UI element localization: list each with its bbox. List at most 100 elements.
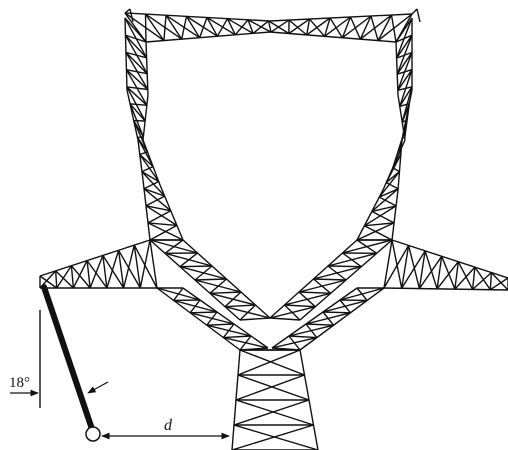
distance-label: d <box>164 417 173 434</box>
left-body-leg-strut <box>129 103 146 122</box>
left-waist-brace <box>224 291 242 308</box>
right-lower-waist-brace <box>339 299 351 314</box>
right-waist-strut <box>269 317 301 321</box>
lower-leg-brace <box>235 374 305 401</box>
right-body-leg-strut <box>397 69 413 91</box>
right-body-leg-strut <box>371 205 397 213</box>
left-crossarm-strut <box>149 239 158 289</box>
left-peak-tip <box>129 8 134 23</box>
right-body-leg-chord <box>356 189 384 241</box>
top-beam-brace <box>227 18 254 35</box>
left-body-leg-chord <box>137 139 144 181</box>
top-beam-brace <box>252 20 269 34</box>
left-body-leg-brace <box>126 86 148 91</box>
right-lower-waist-chord <box>299 287 385 351</box>
top-beam-brace <box>145 13 183 40</box>
left-crossarm-strut <box>117 250 125 289</box>
right-waist-brace <box>313 278 332 294</box>
right-crossarm-brace <box>489 277 508 291</box>
right-lower-waist-strut <box>305 323 334 326</box>
top-beam-brace <box>234 19 249 36</box>
top-beam-chord <box>269 31 397 43</box>
left-waist-brace <box>239 304 256 321</box>
left-crossarm-brace <box>106 250 120 289</box>
insulator-rod <box>41 284 96 435</box>
top-beam-brace <box>186 15 218 37</box>
right-body-leg-strut <box>396 34 413 59</box>
right-waist-brace <box>356 239 378 254</box>
right-crossarm-chord <box>391 239 508 279</box>
left-waist-strut <box>224 304 256 308</box>
top-beam-brace <box>270 19 290 33</box>
top-beam-strut <box>359 15 372 40</box>
left-waist-strut <box>239 317 271 321</box>
right-crossarm-strut <box>489 272 493 290</box>
right-body-leg-brace <box>364 225 393 241</box>
right-waist-strut <box>284 304 316 308</box>
left-body-leg-brace <box>137 136 144 139</box>
left-crossarm-brace <box>70 265 91 289</box>
left-lower-waist-brace <box>222 323 235 339</box>
left-crossarm-brace <box>117 249 141 289</box>
right-crossarm-brace <box>424 250 438 290</box>
left-crossarm-brace <box>122 244 135 289</box>
top-beam-strut <box>144 13 165 41</box>
right-waist-strut <box>298 291 331 294</box>
left-lower-waist-chord <box>156 287 241 351</box>
right-crossarm-brace <box>401 250 426 289</box>
left-lower-waist-strut <box>223 335 252 339</box>
right-body-leg-brace <box>398 152 402 156</box>
right-lower-waist-brace <box>322 311 335 326</box>
right-lower-waist-brace <box>288 335 301 351</box>
top-beam-brace <box>216 18 229 37</box>
right-crossarm-brace <box>457 261 474 290</box>
left-body-leg-brace <box>149 224 178 241</box>
left-body-leg-strut <box>145 205 171 212</box>
right-waist-strut <box>313 278 347 281</box>
right-waist-brace <box>342 252 362 268</box>
right-lower-waist-chord <box>271 287 358 349</box>
left-crossarm-strut <box>55 270 58 289</box>
left-crossarm-brace <box>72 260 88 289</box>
top-beam-brace <box>181 16 188 40</box>
right-crossarm-strut <box>383 239 393 289</box>
left-body-leg-strut <box>124 34 148 59</box>
left-body-leg-chord <box>124 17 128 91</box>
left-waist-strut <box>194 278 227 281</box>
left-crossarm-brace <box>139 239 151 289</box>
right-body-leg-brace <box>395 34 413 43</box>
angle-right-arrow <box>87 381 109 394</box>
top-beam-brace <box>165 14 200 39</box>
top-beam-chord <box>124 12 271 22</box>
right-body-leg-strut <box>401 103 410 123</box>
swing-angle-annotation: 18° <box>9 310 109 408</box>
right-body-leg-brace <box>399 103 410 107</box>
top-beam-brace <box>144 14 147 43</box>
right-lower-waist-brace <box>356 287 368 301</box>
left-crossarm-brace <box>86 260 108 289</box>
right-lower-waist-brace <box>305 323 318 339</box>
left-waist-brace <box>194 265 213 281</box>
lower-leg-brace <box>237 349 301 376</box>
left-body-leg-chord <box>126 89 139 141</box>
right-crossarm-strut <box>418 250 426 289</box>
right-crossarm-brace <box>490 272 508 291</box>
top-beam-brace <box>163 15 167 41</box>
left-body-leg-chord <box>142 94 149 141</box>
left-crossarm-strut <box>133 245 141 289</box>
right-body-leg-brace <box>397 86 413 91</box>
right-crossarm-strut <box>401 245 410 289</box>
left-crossarm-strut <box>86 260 91 289</box>
left-crossarm-chord <box>39 239 151 277</box>
conductor-circle <box>85 426 101 442</box>
left-body-leg-strut <box>141 170 160 183</box>
right-waist-brace <box>284 304 301 321</box>
left-lower-waist-chord <box>182 287 269 349</box>
top-beam-strut <box>226 18 236 36</box>
tower-lattice <box>39 8 508 450</box>
left-crossarm-brace <box>56 265 72 289</box>
lower-leg-brace <box>237 374 310 401</box>
right-body-leg-brace <box>378 196 397 207</box>
left-body-leg-chord <box>159 184 184 241</box>
left-body-leg-brace <box>147 210 172 224</box>
